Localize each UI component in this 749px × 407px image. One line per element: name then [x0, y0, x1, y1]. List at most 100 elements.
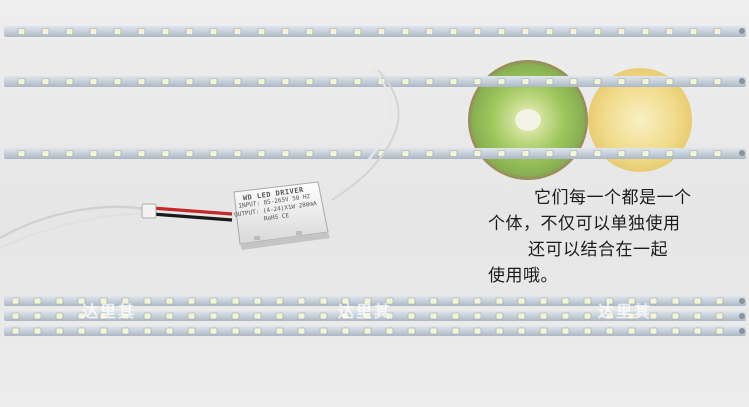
led-chip	[713, 150, 722, 157]
led-chip	[671, 327, 680, 335]
led-chip	[693, 312, 702, 320]
led-chip	[353, 78, 362, 85]
led-chip	[517, 327, 526, 335]
strip-connectors	[739, 28, 745, 334]
led-chip	[89, 150, 98, 157]
led-chip	[583, 312, 592, 320]
led-chip	[539, 327, 548, 335]
led-chip	[99, 327, 108, 335]
led-chip	[545, 78, 554, 85]
led-chip	[89, 78, 98, 85]
led-chip	[319, 297, 328, 305]
led-chip	[401, 28, 410, 35]
led-chip	[209, 312, 218, 320]
led-chip	[627, 327, 636, 335]
led-chip	[165, 312, 174, 320]
led-chip	[715, 297, 724, 305]
led-chip	[363, 297, 372, 305]
led-chip	[689, 28, 698, 35]
led-chip	[449, 150, 458, 157]
led-chip	[257, 28, 266, 35]
led-chip	[11, 327, 20, 335]
watermark-3: 达里其	[598, 302, 653, 321]
led-chip	[55, 297, 64, 305]
led-chip	[385, 297, 394, 305]
led-chips-lower	[11, 297, 724, 335]
promo-line-4: 使用哦。	[488, 266, 558, 286]
led-chip	[665, 28, 674, 35]
led-chip	[545, 150, 554, 157]
led-chip	[649, 297, 658, 305]
led-chip	[689, 78, 698, 85]
promo-text: 它们每一个都是一个 个体，不仅可以单独使用 还可以结合在一起 使用哦。	[488, 185, 728, 289]
led-chip	[319, 312, 328, 320]
led-chip	[605, 312, 614, 320]
led-chip	[665, 78, 674, 85]
led-chip	[569, 78, 578, 85]
led-chip	[41, 78, 50, 85]
led-chip	[363, 327, 372, 335]
led-chip	[593, 150, 602, 157]
led-chip	[77, 297, 86, 305]
led-chip	[545, 28, 554, 35]
led-chip	[497, 78, 506, 85]
led-chip	[17, 78, 26, 85]
led-chip	[41, 28, 50, 35]
led-chip	[231, 312, 240, 320]
led-chip	[281, 78, 290, 85]
led-chip	[353, 150, 362, 157]
led-chip	[671, 297, 680, 305]
led-chip	[425, 150, 434, 157]
led-chip	[187, 327, 196, 335]
led-chip	[583, 327, 592, 335]
led-chip	[329, 150, 338, 157]
led-chip	[713, 28, 722, 35]
led-chip	[185, 78, 194, 85]
led-chip	[377, 28, 386, 35]
led-chip	[209, 327, 218, 335]
led-chip	[305, 28, 314, 35]
led-chip	[449, 78, 458, 85]
led-chip	[65, 28, 74, 35]
led-chip	[353, 28, 362, 35]
promo-line-2: 个体，不仅可以单独使用	[488, 214, 681, 234]
led-chip	[495, 312, 504, 320]
led-chip	[407, 327, 416, 335]
led-chip	[233, 28, 242, 35]
led-chip	[281, 150, 290, 157]
led-chip	[473, 327, 482, 335]
led-chip	[305, 150, 314, 157]
led-chip	[275, 327, 284, 335]
led-chip	[605, 327, 614, 335]
led-chip	[429, 297, 438, 305]
led-chip	[341, 327, 350, 335]
led-chip	[429, 327, 438, 335]
led-chip	[401, 78, 410, 85]
led-chip	[569, 28, 578, 35]
led-chip	[715, 312, 724, 320]
led-chip	[561, 297, 570, 305]
led-chip	[17, 28, 26, 35]
led-chip	[539, 312, 548, 320]
led-chip	[641, 78, 650, 85]
led-chip	[185, 150, 194, 157]
led-chip	[231, 297, 240, 305]
led-chip	[497, 28, 506, 35]
led-chip	[425, 78, 434, 85]
led-chip	[617, 78, 626, 85]
led-chip	[275, 312, 284, 320]
led-chip	[495, 297, 504, 305]
led-chip	[473, 297, 482, 305]
led-chip	[451, 312, 460, 320]
led-chip	[521, 78, 530, 85]
led-chip	[17, 150, 26, 157]
led-chip	[617, 150, 626, 157]
led-chip	[649, 327, 658, 335]
led-chip	[253, 297, 262, 305]
led-chip	[89, 28, 98, 35]
led-chip	[593, 78, 602, 85]
led-chip	[497, 150, 506, 157]
led-chip	[341, 297, 350, 305]
